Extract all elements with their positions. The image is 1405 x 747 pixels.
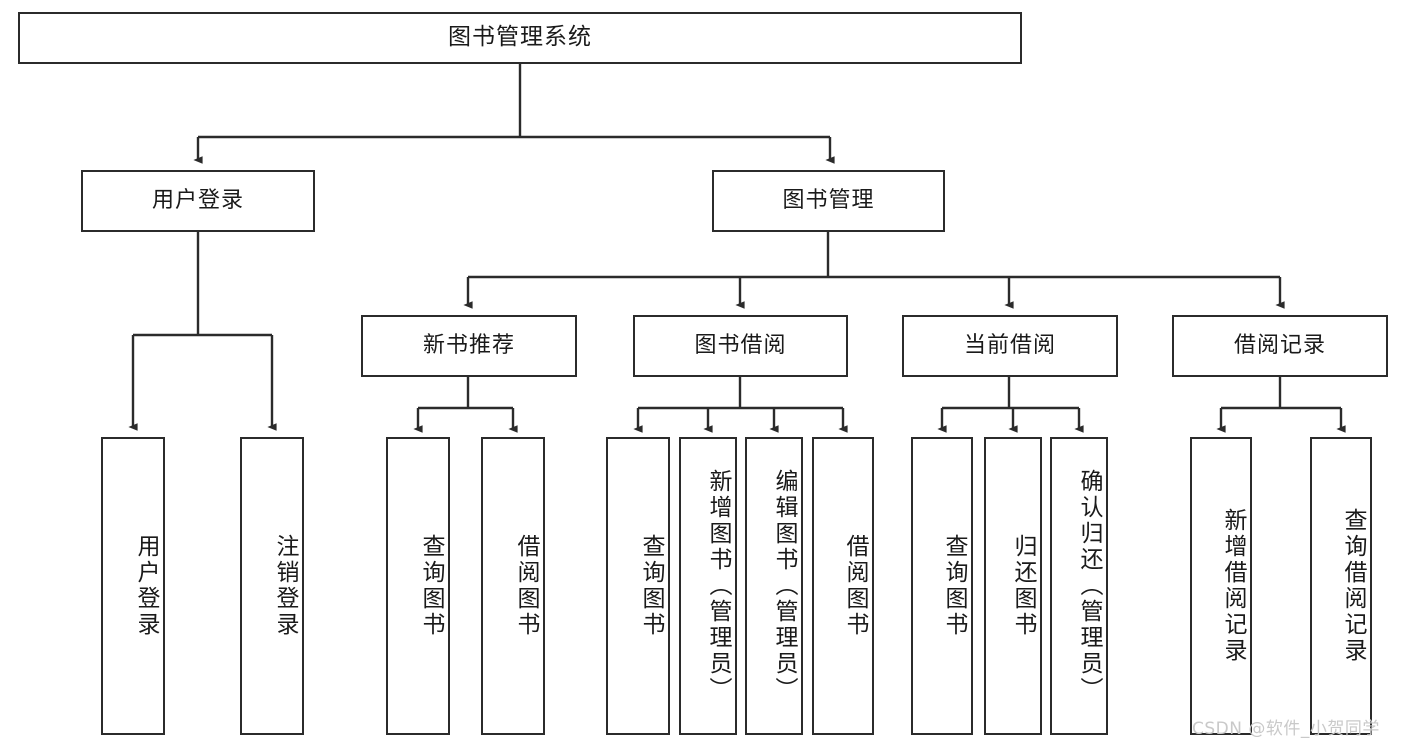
node-label: 借阅图书 — [842, 534, 868, 638]
leaf-borrow-book-recommend[interactable]: 借阅图书 — [481, 437, 545, 735]
leaf-return-book[interactable]: 归还图书 — [984, 437, 1042, 735]
node-label: 当前借阅 — [963, 332, 1056, 358]
node-label: 借阅记录 — [1233, 332, 1326, 358]
node-book-management[interactable]: 图书管理 — [712, 170, 945, 232]
node-label: 查询借阅记录 — [1340, 508, 1366, 664]
leaf-query-book-recommend[interactable]: 查询图书 — [386, 437, 450, 735]
leaf-add-book-admin[interactable]: 新增图书（管理员） — [679, 437, 737, 735]
leaf-edit-book-admin[interactable]: 编辑图书（管理员） — [745, 437, 803, 735]
leaf-borrow-book[interactable]: 借阅图书 — [812, 437, 874, 735]
node-label: 查询图书 — [638, 534, 664, 638]
node-label: 图书管理 — [782, 187, 875, 213]
leaf-user-login[interactable]: 用户登录 — [101, 437, 165, 735]
node-label: 新增图书（管理员） — [705, 469, 731, 703]
node-root[interactable]: 图书管理系统 — [18, 12, 1022, 64]
node-label: 借阅图书 — [513, 534, 539, 638]
node-current-borrow[interactable]: 当前借阅 — [902, 315, 1118, 377]
node-label: 查询图书 — [941, 534, 967, 638]
node-label: 用户登录 — [133, 534, 159, 638]
node-book-borrow[interactable]: 图书借阅 — [633, 315, 848, 377]
node-label: 查询图书 — [418, 534, 444, 638]
leaf-query-borrow-record[interactable]: 查询借阅记录 — [1310, 437, 1372, 735]
node-label: 新增借阅记录 — [1220, 508, 1246, 664]
node-label: 新书推荐 — [422, 332, 515, 358]
node-label: 用户登录 — [151, 187, 244, 213]
leaf-query-book-current[interactable]: 查询图书 — [911, 437, 973, 735]
node-label: 归还图书 — [1010, 534, 1036, 638]
node-label: 图书管理系统 — [448, 24, 592, 51]
leaf-add-borrow-record[interactable]: 新增借阅记录 — [1190, 437, 1252, 735]
node-label: 编辑图书（管理员） — [771, 469, 797, 703]
leaf-query-book-borrow[interactable]: 查询图书 — [606, 437, 670, 735]
leaf-logout-login[interactable]: 注销登录 — [240, 437, 304, 735]
node-new-book-recommend[interactable]: 新书推荐 — [361, 315, 577, 377]
node-borrow-record[interactable]: 借阅记录 — [1172, 315, 1388, 377]
leaf-confirm-return-admin[interactable]: 确认归还（管理员） — [1050, 437, 1108, 735]
node-label: 图书借阅 — [694, 332, 787, 358]
csdn-watermark: CSDN @软件_小贺同学 — [1192, 719, 1380, 739]
node-user-login[interactable]: 用户登录 — [81, 170, 315, 232]
node-label: 注销登录 — [272, 534, 298, 638]
node-label: 确认归还（管理员） — [1076, 469, 1102, 703]
